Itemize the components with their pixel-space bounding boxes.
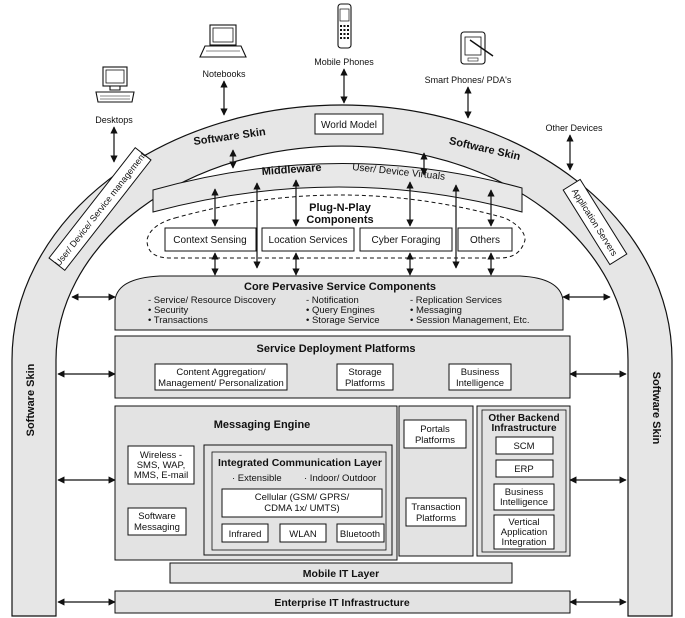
- wlan-box: [279, 523, 327, 543]
- portals-l2: Platforms: [415, 435, 455, 446]
- portals-box: [403, 419, 467, 449]
- cellular-box: [221, 488, 383, 518]
- software-messaging-box: [127, 507, 187, 536]
- sdp-business-intelligence-box: [448, 363, 512, 391]
- scm-box: [495, 436, 554, 455]
- backend-title-l1: Other Backend: [488, 413, 559, 424]
- icl-indoor-outdoor: · Indoor/ Outdoor: [304, 473, 376, 484]
- desktop-icon: [95, 66, 135, 103]
- content-aggregation-l1: Content Aggregation/: [176, 367, 266, 378]
- content-aggregation-l2: Management/ Personalization: [158, 378, 284, 389]
- pnp-title-1: Plug-N-Play: [309, 202, 372, 214]
- infrared-label: Infrared: [229, 529, 262, 540]
- scm-label: SCM: [513, 441, 534, 452]
- vertical-app-integration-box: [493, 514, 555, 550]
- software-skin-arch: [11, 104, 673, 617]
- mobile-it-layer-box: [169, 562, 513, 584]
- others-label: Others: [470, 235, 500, 246]
- core-items: - Service/ Resource Discovery • Security…: [148, 295, 530, 326]
- device-connector-arrows: [110, 68, 574, 171]
- transaction-l2: Platforms: [416, 513, 456, 524]
- backend-bi-l1: Business: [505, 487, 544, 498]
- core-item: • Transactions: [148, 315, 208, 326]
- transaction-box: [405, 497, 467, 527]
- infrared-box: [221, 523, 269, 543]
- messaging-title: Messaging Engine: [214, 419, 311, 431]
- icl-extensible: · Extensible: [232, 473, 282, 484]
- content-aggregation-box: [154, 363, 288, 391]
- cyber-foraging-box: [359, 227, 453, 252]
- backend-bi-l2: Intelligence: [500, 497, 548, 508]
- core-item: • Storage Service: [306, 315, 380, 326]
- pda-icon: [460, 31, 494, 65]
- core-title: Core Pervasive Service Components: [244, 281, 436, 293]
- core-item: • Security: [148, 305, 189, 316]
- icl-title: Integrated Communication Layer: [218, 457, 382, 469]
- skin-connector-arrows: [57, 293, 627, 606]
- notebook-icon: [199, 24, 247, 58]
- software-messaging-l1: Software: [138, 511, 176, 522]
- bluetooth-label: Bluetooth: [340, 529, 380, 540]
- bluetooth-box: [336, 523, 385, 543]
- vai-l1: Vertical: [508, 517, 539, 528]
- core-item: • Query Engines: [306, 305, 375, 316]
- location-services-label: Location Services: [269, 235, 348, 246]
- erp-box: [495, 459, 554, 478]
- enterprise-label: Enterprise IT Infrastructure: [274, 597, 410, 609]
- sdp-business-intelligence-l2: Intelligence: [456, 378, 504, 389]
- portals-l1: Portals: [420, 424, 450, 435]
- erp-label: ERP: [514, 464, 534, 475]
- cellular-l2: CDMA 1x/ UMTS): [264, 503, 339, 514]
- software-messaging-l2: Messaging: [134, 522, 180, 533]
- wireless-l1: Wireless -: [140, 450, 182, 461]
- vai-l3: Integration: [502, 537, 547, 548]
- world-model-box: [314, 113, 384, 135]
- skin-label-left: Software Skin: [25, 363, 37, 436]
- backend-title-l2: Infrastructure: [491, 423, 556, 434]
- core-item: • Session Management, Etc.: [410, 315, 530, 326]
- core-item: - Replication Services: [410, 295, 502, 306]
- skin-label-right: Software Skin: [650, 372, 662, 445]
- other-devices-label: Other Devices: [545, 123, 603, 133]
- core-item: - Service/ Resource Discovery: [148, 295, 276, 306]
- notebooks-label: Notebooks: [202, 69, 246, 79]
- mobile-phones-label: Mobile Phones: [314, 57, 374, 67]
- wireless-l2: SMS, WAP,: [137, 460, 186, 471]
- wireless-box: [127, 445, 195, 485]
- storage-platforms-l1: Storage: [348, 367, 381, 378]
- desktops-label: Desktops: [95, 115, 133, 125]
- pnp-connector-arrows: [211, 179, 495, 276]
- world-model-label: World Model: [321, 120, 377, 131]
- location-services-box: [261, 227, 355, 252]
- transaction-l1: Transaction: [411, 502, 460, 513]
- core-item: - Notification: [306, 295, 359, 306]
- sdp-business-intelligence-l1: Business: [461, 367, 500, 378]
- storage-platforms-box: [336, 363, 394, 391]
- core-components-box: [114, 275, 564, 331]
- cyber-foraging-label: Cyber Foraging: [372, 235, 441, 246]
- pnp-title-2: Components: [306, 214, 373, 226]
- wireless-l3: MMS, E-mail: [134, 470, 188, 481]
- context-sensing-label: Context Sensing: [173, 235, 246, 246]
- vai-l2: Application: [501, 527, 547, 538]
- wlan-label: WLAN: [289, 529, 317, 540]
- middleware-label: Middleware: [261, 162, 322, 178]
- mobile-phone-icon: [337, 3, 352, 49]
- mobile-it-label: Mobile IT Layer: [303, 568, 379, 580]
- cellular-l1: Cellular (GSM/ GPRS/: [255, 492, 350, 503]
- storage-platforms-l2: Platforms: [345, 378, 385, 389]
- backend-bi-box: [493, 483, 555, 511]
- sdp-title: Service Deployment Platforms: [257, 343, 416, 355]
- core-item: • Messaging: [410, 305, 462, 316]
- smart-phones-label: Smart Phones/ PDA's: [425, 75, 512, 85]
